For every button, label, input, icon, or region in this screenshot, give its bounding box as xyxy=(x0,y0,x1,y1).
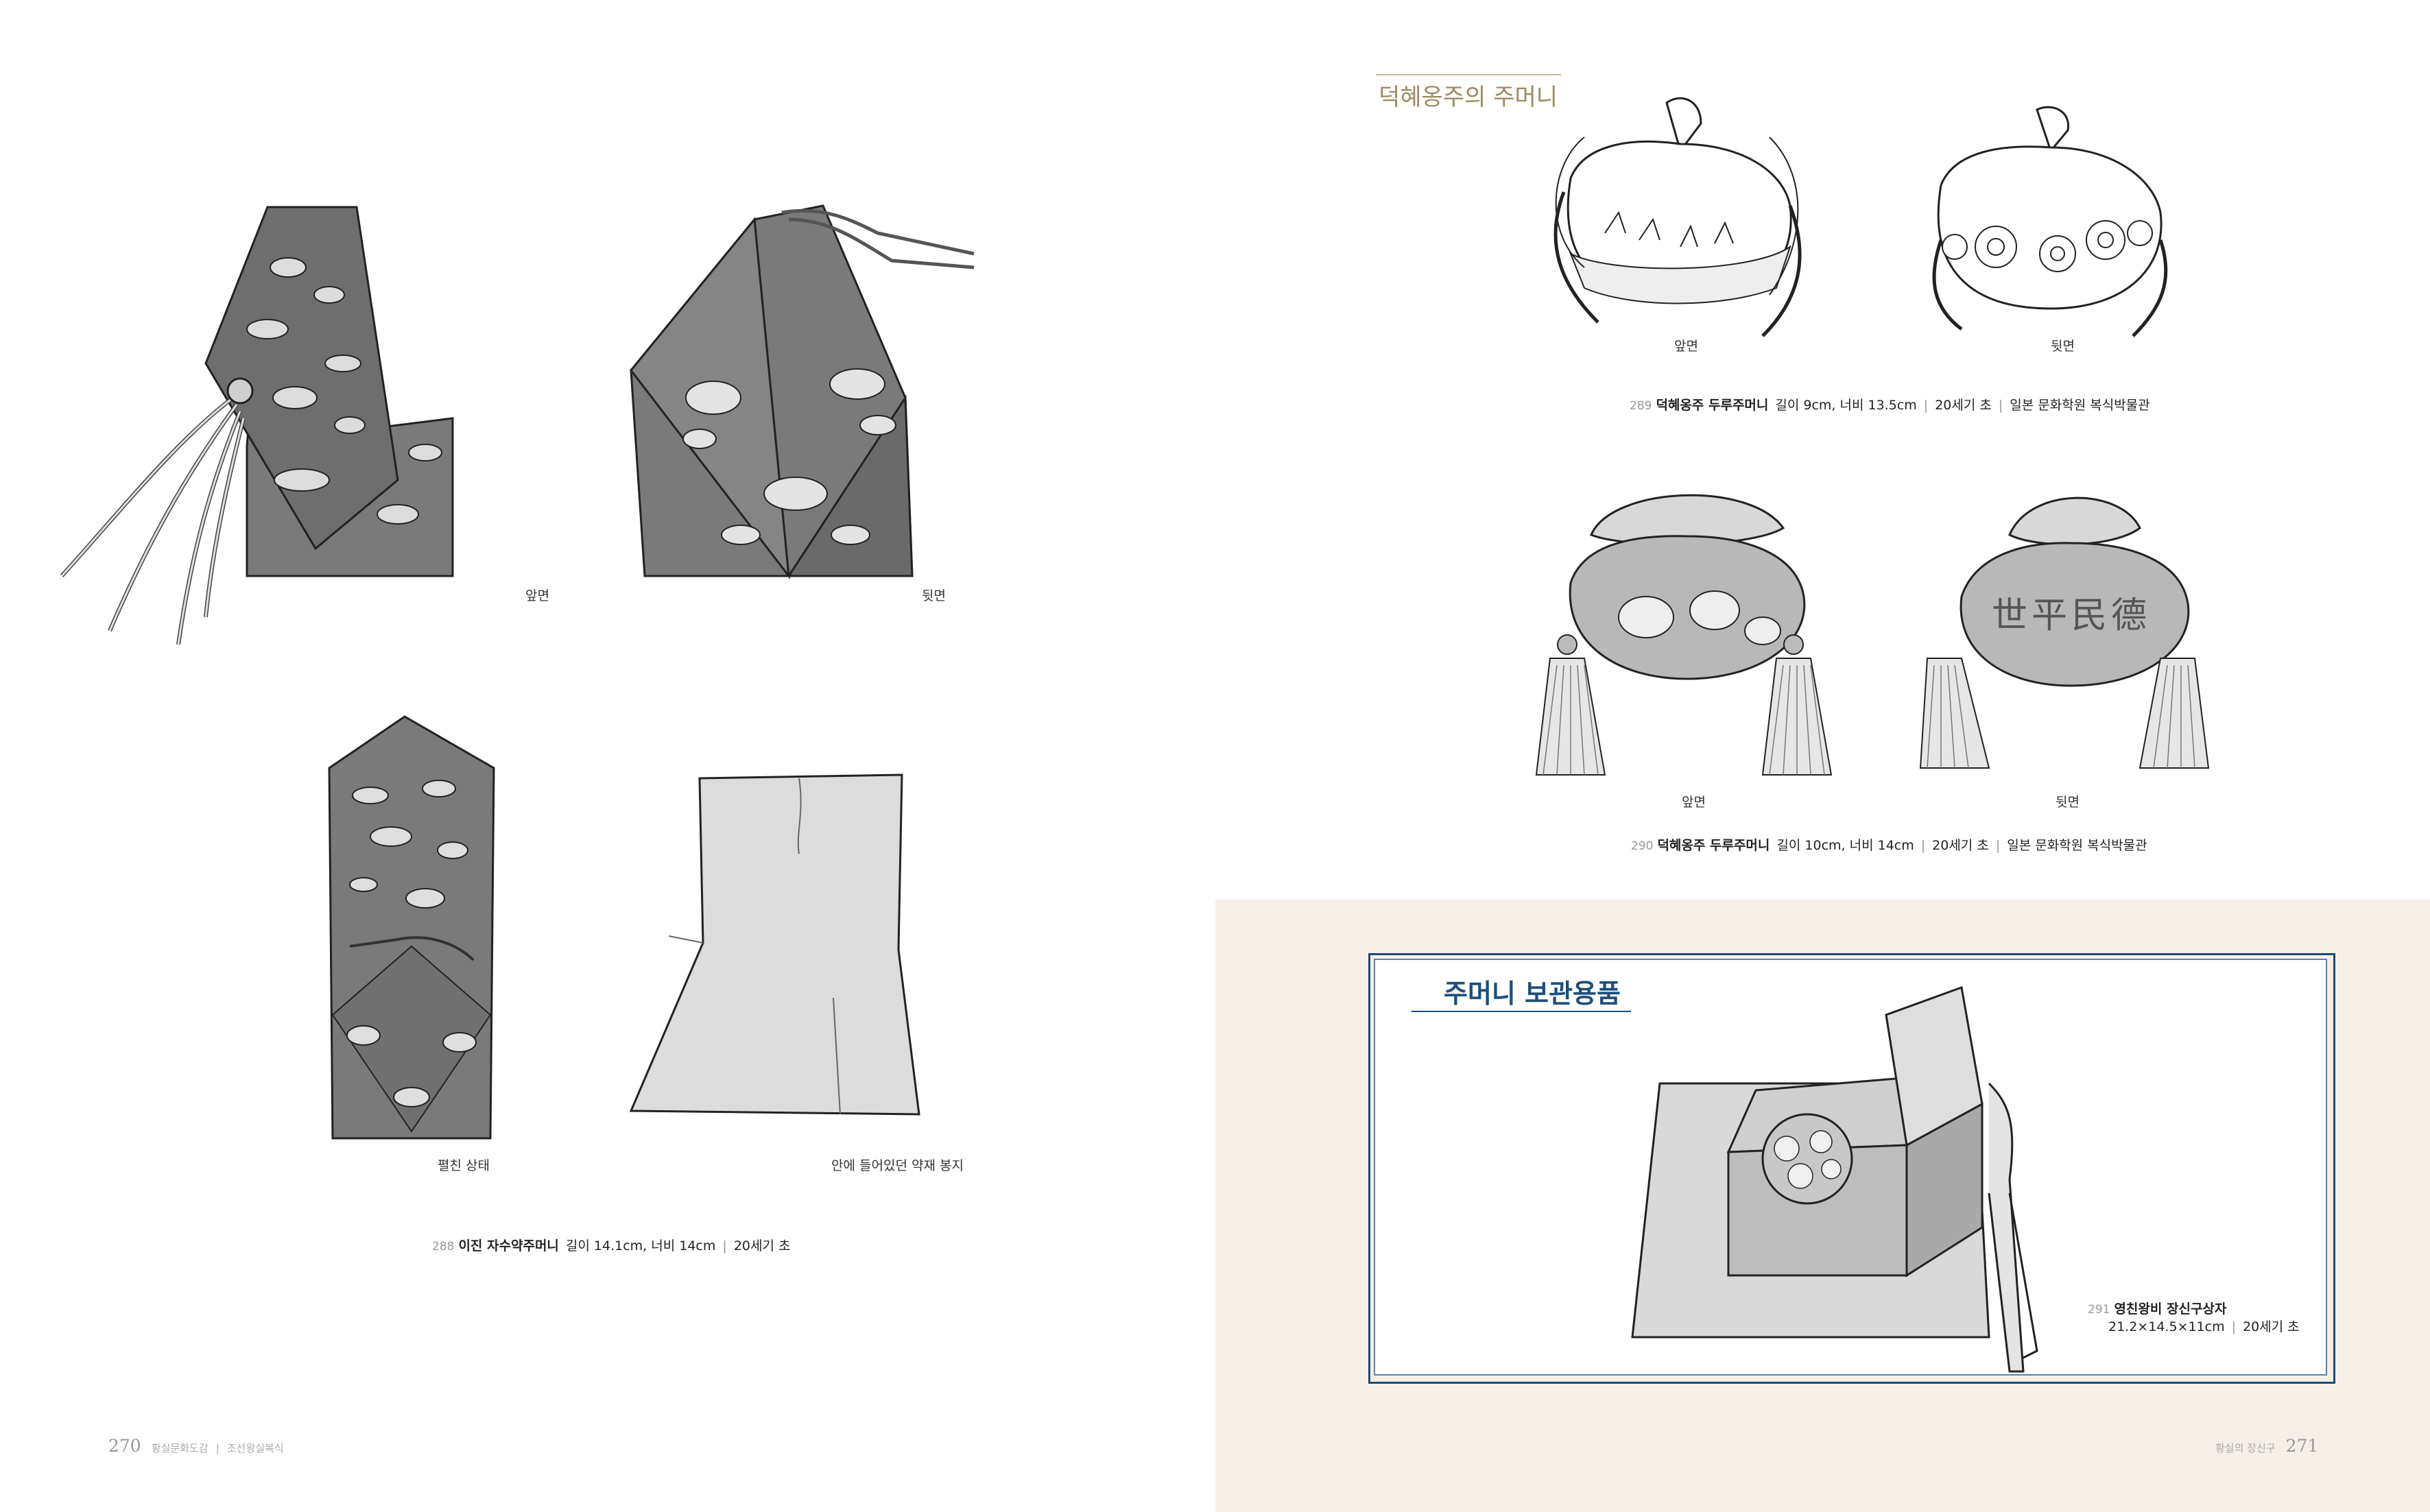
caption-291-era: 20세기 초 xyxy=(2243,1319,2300,1334)
caption-290-collection: 일본 문화학원 복식박물관 xyxy=(2007,838,2147,853)
caption-288-details: 길이 14.1cm, 너비 14cm xyxy=(565,1238,716,1253)
label-290-back: 뒷면 xyxy=(2056,795,2080,810)
pouch-288-front-illustration xyxy=(60,206,454,645)
caption-289-era: 20세기 초 xyxy=(1935,398,1992,413)
label-288-back: 뒷면 xyxy=(922,588,946,603)
right-folio: 황실의 장신구 271 xyxy=(2215,1436,2318,1456)
caption-290-era: 20세기 초 xyxy=(1932,838,1989,853)
caption-288-title: 이진 자수약주머니 xyxy=(458,1238,559,1253)
caption-290-title: 덕혜옹주 두루주머니 xyxy=(1657,838,1770,853)
pouch-288-back-illustration xyxy=(630,204,975,580)
inscription-290: 世平民德 xyxy=(1992,595,2151,636)
caption-291-number: 291 xyxy=(2088,1303,2110,1317)
right-folio-chapter: 황실의 장신구 xyxy=(2215,1442,2276,1454)
pouch-288-unfolded-illustration xyxy=(328,715,495,1140)
caption-separator: | xyxy=(1920,838,1926,853)
caption-289-details: 길이 9cm, 너비 13.5cm xyxy=(1775,398,1917,413)
caption-separator: | xyxy=(1923,398,1929,413)
pouch-290-front-illustration xyxy=(1535,494,1833,776)
left-folio-chapter: 조선왕실복식 xyxy=(226,1442,284,1454)
label-288-unfolded: 펼친 상태 xyxy=(438,1158,490,1173)
caption-290-number: 290 xyxy=(1631,839,1654,853)
inner-medicine-pouch-illustration xyxy=(629,773,920,1116)
storage-title-rule xyxy=(1411,1011,1631,1012)
jewelry-box-illustration xyxy=(1631,985,2038,1373)
caption-289-title: 덕혜옹주 두루주머니 xyxy=(1656,398,1769,413)
caption-289-number: 289 xyxy=(1630,399,1652,413)
caption-290-details: 길이 10cm, 너비 14cm xyxy=(1776,838,1914,853)
section-title-rule xyxy=(1376,74,1561,75)
left-page xyxy=(0,0,1215,1512)
label-288-front: 앞면 xyxy=(525,588,549,603)
caption-289-collection: 일본 문화학원 복식박물관 xyxy=(2010,398,2150,413)
caption-291-line2: 21.2×14.5×11cm | 20세기 초 xyxy=(2108,1317,2300,1335)
folio-separator: | xyxy=(215,1442,219,1454)
caption-separator: | xyxy=(1995,838,2001,853)
label-289-back: 뒷면 xyxy=(2051,339,2075,354)
caption-separator: | xyxy=(1998,398,2003,413)
storage-frame-outer xyxy=(1368,953,2335,1384)
caption-289: 289 덕혜옹주 두루주머니 길이 9cm, 너비 13.5cm | 20세기 초 | 일본… xyxy=(1630,395,2150,413)
pouch-290-back-illustration: 世平民德 xyxy=(1919,496,2210,769)
label-288-inner-pouch: 안에 들어있던 약재 봉지 xyxy=(831,1158,964,1173)
caption-separator: | xyxy=(2231,1319,2236,1334)
left-page-number: 270 xyxy=(108,1436,141,1456)
caption-291: 291 영친왕비 장신구상자 xyxy=(2088,1299,2233,1317)
caption-288-number: 288 xyxy=(432,1240,455,1253)
label-289-front: 앞면 xyxy=(1674,339,1698,354)
left-folio: 270 황실문화도감 | 조선왕실복식 xyxy=(108,1436,284,1456)
pouch-289-back-illustration xyxy=(1932,106,2168,337)
pouch-289-front-illustration xyxy=(1553,97,1802,337)
caption-288-era: 20세기 초 xyxy=(733,1238,791,1253)
left-folio-book: 황실문화도감 xyxy=(151,1442,209,1454)
storage-section-title: 주머니 보관용품 xyxy=(1444,978,1621,1009)
caption-separator: | xyxy=(722,1238,727,1253)
section-title: 덕혜옹주의 주머니 xyxy=(1379,84,1558,111)
caption-291-dimensions: 21.2×14.5×11cm xyxy=(2108,1319,2225,1334)
caption-291-title: 영친왕비 장신구상자 xyxy=(2114,1301,2227,1317)
label-290-front: 앞면 xyxy=(1682,795,1706,810)
right-page-number: 271 xyxy=(2285,1436,2319,1456)
